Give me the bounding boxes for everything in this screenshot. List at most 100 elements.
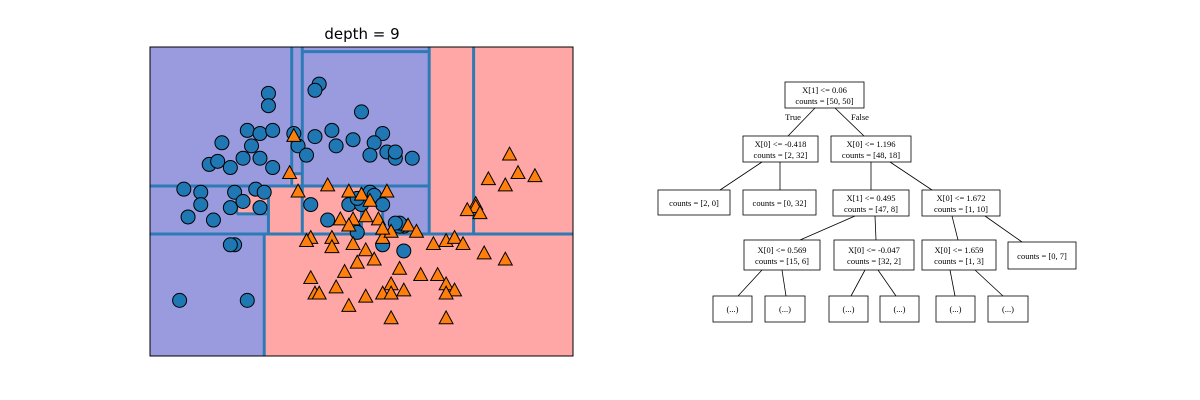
tree-truncated-node: (...) xyxy=(987,295,1029,323)
edge-label-true: True xyxy=(785,112,801,122)
data-point-class-1 xyxy=(497,251,514,266)
data-point-class-1 xyxy=(429,266,446,281)
node-ellipsis: (...) xyxy=(842,304,854,314)
node-counts: counts = [1, 10] xyxy=(934,204,988,214)
node-split: X[1] <= 0.495 xyxy=(846,193,895,203)
data-point-class-0 xyxy=(396,243,412,259)
data-point-class-1 xyxy=(357,241,374,257)
node-box xyxy=(921,189,1001,217)
edge-label-false: False xyxy=(851,112,869,122)
data-point-class-0 xyxy=(180,209,196,225)
node-counts: counts = [0, 7] xyxy=(1017,251,1067,261)
data-point-class-0 xyxy=(387,144,403,160)
node-counts: counts = [2, 32] xyxy=(754,150,808,160)
tree-node: X[0] <= 1.659 counts = [1, 3] xyxy=(921,239,997,271)
data-point-class-0 xyxy=(239,122,255,138)
edge-n9-n16 xyxy=(974,269,1004,297)
data-point-class-1 xyxy=(438,309,454,325)
edge-n7-n12 xyxy=(781,269,787,297)
node-box xyxy=(828,295,869,323)
data-point-class-1 xyxy=(408,223,425,238)
data-point-class-1 xyxy=(341,297,357,312)
node-box xyxy=(987,295,1029,323)
node-counts: counts = [47, 8] xyxy=(844,204,898,214)
data-point-class-1 xyxy=(374,220,391,235)
node-ellipsis: (...) xyxy=(893,304,905,314)
node-box xyxy=(712,295,753,323)
tree-node: X[0] <= 0.569 counts = [15, 6] xyxy=(743,239,821,271)
node-box xyxy=(832,189,910,217)
data-point-class-1 xyxy=(412,266,429,281)
data-point-class-1 xyxy=(341,183,357,198)
data-point-class-1 xyxy=(357,207,374,223)
node-box xyxy=(657,189,731,216)
edge-n5-n8 xyxy=(874,215,877,241)
node-box xyxy=(1007,241,1077,270)
data-point-class-1 xyxy=(480,170,497,186)
node-box xyxy=(742,189,817,216)
data-point-class-0 xyxy=(354,104,369,120)
data-point-class-0 xyxy=(222,200,238,216)
tree-node: X[1] <= 0.495 counts = [47, 8] xyxy=(832,189,910,217)
tree-truncated-node: (...) xyxy=(935,295,976,323)
data-point-class-1 xyxy=(476,244,492,260)
data-point-class-1 xyxy=(366,251,382,266)
data-point-class-0 xyxy=(303,197,319,213)
data-point-class-1 xyxy=(446,282,463,297)
edge-n6-n9 xyxy=(951,215,959,241)
node-box xyxy=(833,239,915,271)
data-point-class-0 xyxy=(252,150,268,166)
data-point-class-0 xyxy=(176,181,192,197)
data-point-class-0 xyxy=(244,138,260,154)
data-point-class-1 xyxy=(311,285,328,300)
node-box xyxy=(921,239,997,271)
node-split: X[1] <= 0.06 xyxy=(802,85,847,95)
node-counts: counts = [0, 32] xyxy=(753,198,807,208)
data-point-class-1 xyxy=(438,285,454,300)
node-box xyxy=(743,239,821,271)
data-point-class-1 xyxy=(459,201,476,217)
node-split: X[0] <= -0.418 xyxy=(755,139,807,149)
node-counts: counts = [1, 3] xyxy=(934,256,984,266)
data-point-class-1 xyxy=(472,204,488,220)
data-point-class-1 xyxy=(455,235,471,251)
node-box xyxy=(764,295,806,323)
node-box xyxy=(830,135,912,163)
node-box xyxy=(742,135,819,163)
node-split: X[0] <= 1.672 xyxy=(936,193,985,203)
tree-node-root: X[1] <= 0.06 counts = [50, 50] xyxy=(784,81,865,109)
data-point-class-0 xyxy=(404,150,420,166)
data-point-class-1 xyxy=(510,164,526,179)
node-ellipsis: (...) xyxy=(949,304,961,314)
data-point-class-0 xyxy=(252,200,268,216)
node-box xyxy=(879,295,920,323)
tree-truncated-node: (...) xyxy=(764,295,806,323)
data-point-class-0 xyxy=(320,212,336,228)
data-point-class-0 xyxy=(235,194,251,209)
data-point-class-0 xyxy=(260,98,276,114)
data-point-class-0 xyxy=(227,184,243,200)
tree-node: X[0] <= 1.672 counts = [1, 10] xyxy=(921,189,1001,217)
data-point-class-1 xyxy=(302,269,319,285)
node-ellipsis: (...) xyxy=(779,304,791,314)
data-point-class-1 xyxy=(362,192,378,207)
data-point-class-1 xyxy=(425,235,442,251)
tree-leaf: counts = [0, 7] xyxy=(1007,241,1077,270)
data-point-class-1 xyxy=(383,309,399,325)
data-point-class-1 xyxy=(341,217,357,232)
data-point-class-1 xyxy=(319,177,336,192)
data-point-class-1 xyxy=(395,282,412,297)
edge-n8-n14 xyxy=(877,269,897,297)
edge-n2-n6 xyxy=(889,161,933,191)
data-point-class-1 xyxy=(328,278,344,294)
edge-n6-n10 xyxy=(984,215,1023,243)
tree-edges xyxy=(719,107,1023,297)
data-point-class-1 xyxy=(353,186,370,201)
edge-n1-n3 xyxy=(719,161,763,191)
data-point-class-1 xyxy=(357,288,374,303)
tree-truncated-node: (...) xyxy=(712,295,753,323)
node-counts: counts = [2, 0] xyxy=(669,198,719,208)
data-point-class-0 xyxy=(214,135,230,151)
data-point-class-1 xyxy=(345,235,361,251)
data-point-class-0 xyxy=(345,132,361,148)
